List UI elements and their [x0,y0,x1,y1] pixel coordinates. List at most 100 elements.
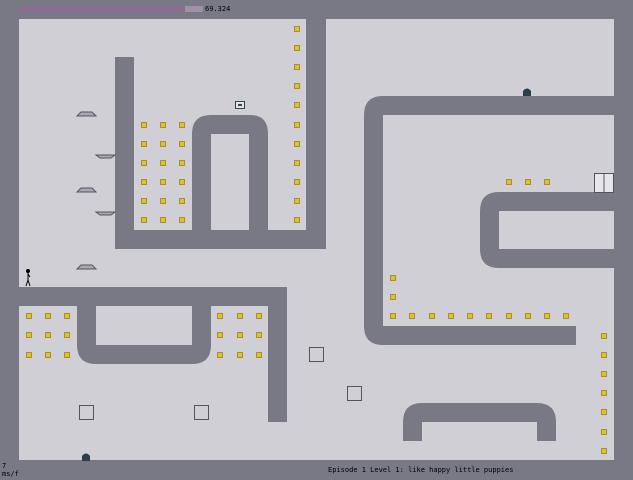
launchpad-icon [75,264,98,270]
launchpads [75,111,117,270]
gold-icon [141,160,147,166]
thwump-block-icon [309,347,324,362]
gold-icon [237,313,243,319]
gold-icon [160,198,166,204]
gold-icon [179,141,185,147]
time-bar-fill [19,6,185,12]
exit-door-icon [594,173,614,193]
launchpad-icon [75,111,98,117]
wall-right-c [480,192,614,268]
wall-segment [19,287,287,306]
gold-icon [294,160,300,166]
thwump-block-icon [347,386,362,401]
gold-icon [179,198,185,204]
launchpad-icon [75,187,98,193]
gold-icon [601,429,607,435]
gold-icon [294,198,300,204]
ninja-arm [27,273,31,278]
gold-icon [563,313,569,319]
wall-u-arch [192,115,268,230]
gold-icon [141,122,147,128]
gold-icon [294,102,300,108]
gold-icon [525,313,531,319]
exit-switch-icon [235,101,245,109]
gold-icon [544,313,550,319]
time-bar [19,6,203,12]
gold-icon [64,352,70,358]
gold-icon [45,313,51,319]
gold-icon [160,179,166,185]
drone-icon [523,88,531,96]
gold-icon [160,217,166,223]
lives-count: 7 [2,462,7,470]
drones [82,88,531,461]
gold-icon [294,26,300,32]
wall-segment [115,57,134,249]
gold-icon [601,448,607,454]
gold-icon [467,313,473,319]
gold-icon [237,332,243,338]
walls [19,19,614,441]
gold-icon [256,313,262,319]
lives-unit: ms/f [2,470,19,478]
gold-icon [217,352,223,358]
gold-icon [390,275,396,281]
gold-icon [429,313,435,319]
gold-icon [294,64,300,70]
gold-icon [601,390,607,396]
ninja-leg [27,279,31,287]
gold-icon [256,352,262,358]
gold-icon [294,45,300,51]
gold-icon [390,313,396,319]
gold-icon [294,83,300,89]
level-caption: Episode 1 Level 1: like happy little pup… [328,466,514,474]
launchpad-icon [94,154,117,159]
gold-icon [160,160,166,166]
wall-bottom-arch [403,403,556,441]
gold-icon [544,179,550,185]
gold-icon [45,332,51,338]
gold-icon [26,313,32,319]
gold-icon [160,141,166,147]
gold-icon [141,217,147,223]
gold-icon [409,313,415,319]
wall-segment [115,230,326,249]
gold-icon [141,179,147,185]
thwump-block-icon [79,405,94,420]
wall-lower-u [77,306,211,364]
gold-icon [525,179,531,185]
gold-icon [237,352,243,358]
wall-lower-corner [268,287,287,422]
gold-icon [179,217,185,223]
gold-icon [294,122,300,128]
gold-icon [64,332,70,338]
gold-icon [506,313,512,319]
gold-icon [45,352,51,358]
ninja-leg [25,279,29,287]
gold-icon [486,313,492,319]
gold-icon [294,141,300,147]
gold-icon [179,179,185,185]
gold-icon [256,332,262,338]
lives-counter: 7 ms/f [2,462,19,478]
gold-icon [601,333,607,339]
player-ninja [25,269,31,287]
thwump-blocks [79,347,362,420]
launchpad-icon [94,211,117,216]
gold-pieces [26,26,607,454]
time-readout: 69.324 [205,5,231,13]
gold-icon [217,332,223,338]
gold-icon [64,313,70,319]
gold-icon [160,122,166,128]
gold-icon [141,141,147,147]
gold-icon [26,352,32,358]
gold-icon [141,198,147,204]
gold-icon [294,179,300,185]
gold-icon [601,371,607,377]
exit-switch-core [238,104,242,106]
thwump-block-icon [194,405,209,420]
wall-segment [306,19,326,249]
gold-icon [448,313,454,319]
gold-icon [601,352,607,358]
